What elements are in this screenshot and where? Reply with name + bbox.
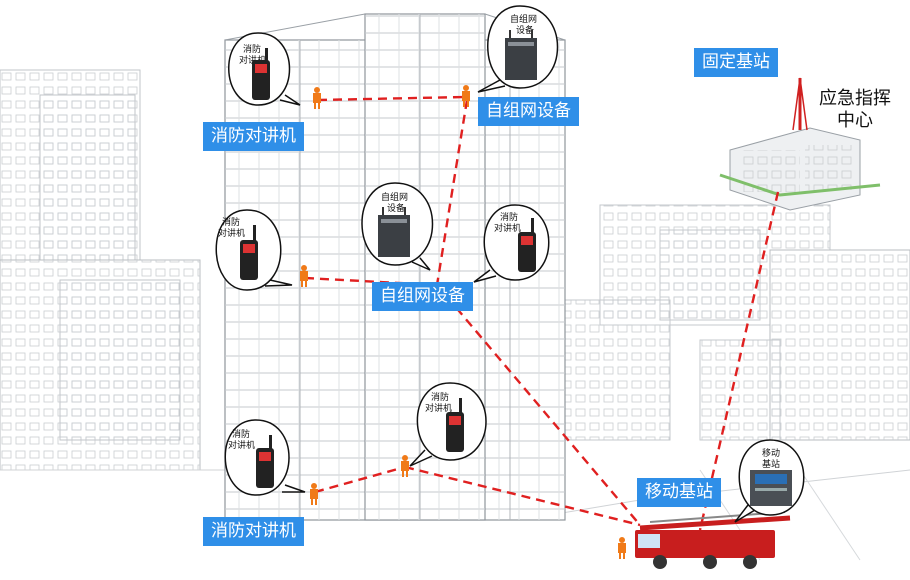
bubble-label: 自组网: [381, 191, 408, 203]
adhoc-bubble-a: 自组网 设备: [477, 5, 559, 93]
radio-icon: [256, 435, 274, 488]
radio-bubble-b: 消防 对讲机: [215, 209, 293, 291]
label-adhoc-mid: 自组网设备: [372, 282, 473, 311]
label-radio-top: 消防对讲机: [203, 122, 304, 151]
link-radio-to-mobile: [404, 465, 641, 527]
bubble-label: 移动: [762, 447, 780, 459]
bubble-label: 消防: [500, 211, 518, 223]
command-center-line1: 应急指挥: [819, 88, 891, 109]
radio-icon: [252, 48, 270, 100]
link-adhoc-vertical: [435, 99, 469, 286]
bubble-label: 对讲机: [425, 402, 452, 414]
label-fixed-station: 固定基站: [694, 48, 778, 77]
adhoc-device-icon: [505, 30, 537, 80]
bubble-label: 消防: [232, 428, 250, 440]
link-adhoc-to-mobile: [436, 284, 641, 526]
base-station-icon: [750, 470, 792, 506]
bubble-label: 消防: [243, 43, 261, 55]
firefighter-icon: [401, 455, 409, 477]
label-command-center: 应急指挥 中心: [810, 88, 900, 132]
firefighter-icon: [313, 87, 321, 109]
bubble-label: 自组网: [510, 13, 537, 25]
bubble-label: 对讲机: [228, 439, 255, 451]
radio-icon: [446, 398, 464, 452]
firefighters: [300, 85, 626, 559]
adhoc-bubble-b: 自组网 设备: [361, 182, 434, 271]
fire-truck: [635, 511, 791, 569]
radio-bubble-a: 消防 对讲机: [228, 32, 301, 106]
radio-bubble-d: 消防 对讲机: [409, 382, 487, 467]
bubble-label: 对讲机: [218, 227, 245, 239]
firefighter-icon: [300, 265, 308, 287]
radio-bubble-c: 消防 对讲机: [473, 204, 550, 283]
label-adhoc-top: 自组网设备: [478, 97, 579, 126]
label-mobile-station: 移动基站: [637, 478, 721, 507]
bubble-label: 基站: [762, 458, 780, 470]
firefighter-icon: [462, 85, 470, 107]
bubble-label: 设备: [516, 24, 534, 36]
bubble-label: 消防: [222, 216, 240, 228]
bubble-label: 对讲机: [494, 222, 521, 234]
firefighter-icon: [310, 483, 318, 505]
radio-icon: [518, 218, 536, 272]
radio-bubble-e: 消防 对讲机: [224, 419, 306, 496]
command-center-building: [719, 77, 881, 211]
command-center-line2: 中心: [837, 110, 873, 131]
link-radio-bottom: [314, 465, 406, 494]
label-radio-bottom: 消防对讲机: [203, 517, 304, 546]
bubble-label: 设备: [387, 202, 405, 214]
links: [304, 95, 780, 531]
radio-icon: [240, 225, 258, 280]
link-radio-top: [317, 95, 466, 102]
bubble-label: 消防: [431, 391, 449, 403]
link-fixed-to-mobile: [698, 191, 780, 531]
adhoc-device-icon: [378, 207, 410, 257]
mobile-station-bubble: 移动 基站: [734, 439, 805, 523]
firefighter-icon: [618, 537, 626, 559]
background-city: [0, 69, 910, 561]
